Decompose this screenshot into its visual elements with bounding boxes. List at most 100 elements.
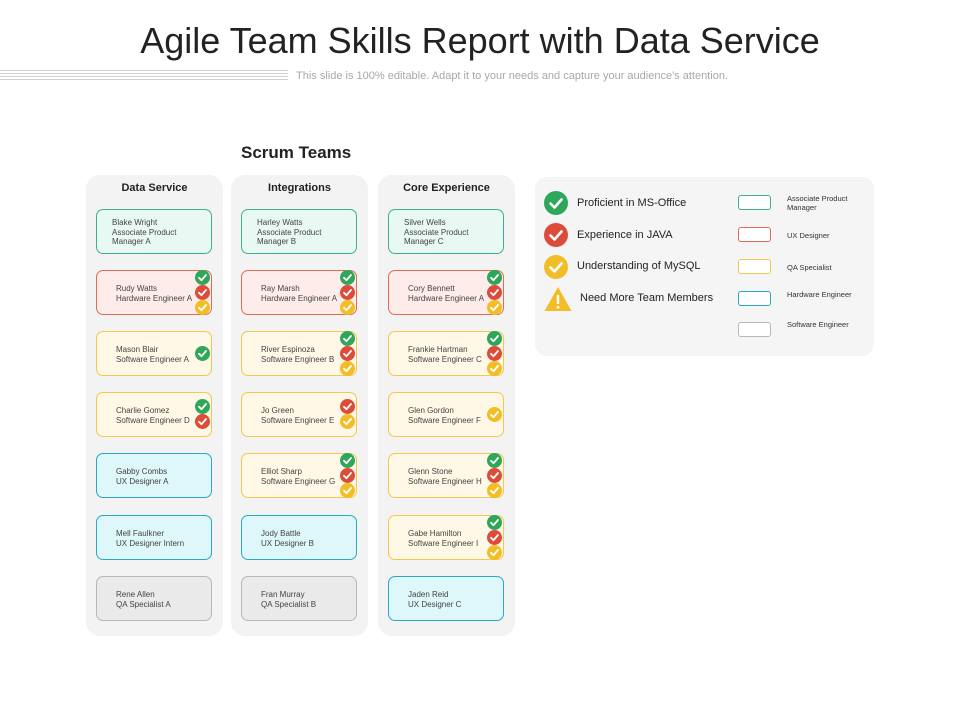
yellow-check-icon: [487, 299, 502, 315]
green-check-icon: [195, 399, 210, 414]
legend-sw-label: Software Engineer: [787, 320, 849, 329]
legend-apm-label: Associate Product Manager: [787, 194, 848, 212]
member-role: Software Engineer I: [408, 538, 479, 548]
member-name: Ray Marsh: [261, 284, 300, 293]
red-check-icon: [195, 284, 210, 300]
member-role: Software Engineer A: [116, 354, 189, 364]
yellow-check-icon: [340, 482, 355, 498]
member-name: Blake Wright: [112, 218, 158, 227]
member-role: Hardware Engineer A: [261, 293, 338, 303]
warning-triangle-icon: [543, 285, 573, 313]
green-check-icon: [544, 191, 568, 215]
legend-mysql-label: Understanding of MySQL: [577, 260, 701, 272]
green-check-icon: [487, 269, 502, 285]
associate-product-manager-swatch: [738, 195, 771, 210]
red-check-icon: [487, 284, 502, 300]
yellow-check-icon: [544, 255, 568, 279]
red-check-icon: [487, 529, 502, 545]
member-name: Gabby Combs: [116, 467, 168, 476]
member-name: Jody Battle: [261, 529, 301, 538]
member-name: Mason Blair: [116, 345, 159, 354]
member-name: Charlie Gomez: [116, 406, 170, 415]
hardware-engineer-swatch: [738, 291, 771, 306]
red-check-icon: [195, 414, 210, 429]
green-check-icon: [487, 514, 502, 530]
red-check-icon: [487, 345, 502, 361]
member-name: Harley Watts: [257, 218, 303, 227]
member-name: Gabe Hamilton: [408, 529, 462, 538]
member-role: Hardware Engineer A: [408, 293, 485, 303]
member-name: Elliot Sharp: [261, 467, 302, 476]
team-column-title: Core Experience: [403, 182, 490, 194]
green-check-icon: [195, 345, 210, 361]
team-column-title: Data Service: [121, 182, 188, 194]
member-role: Software Engineer F: [408, 415, 481, 425]
member-name: Jo Green: [261, 406, 294, 415]
red-check-icon: [487, 467, 502, 483]
green-check-icon: [487, 330, 502, 346]
page-subtitle: This slide is 100% editable. Adapt it to…: [296, 70, 728, 82]
member-role: Software Engineer B: [261, 354, 335, 364]
member-name: Rene Allen: [116, 590, 155, 599]
member-role: UX Designer Intern: [116, 538, 185, 548]
member-role: Software Engineer D: [116, 415, 190, 425]
qa-specialist-swatch: [738, 259, 771, 274]
member-name: Silver Wells: [404, 218, 446, 227]
member-role: UX Designer B: [261, 538, 314, 548]
yellow-check-icon: [487, 360, 502, 376]
member-role: UX Designer A: [116, 476, 169, 486]
red-check-icon: [340, 345, 355, 361]
member-name: Frankie Hartman: [408, 345, 468, 354]
green-check-icon: [340, 452, 355, 468]
team-column-title: Integrations: [268, 182, 331, 194]
member-role: Software Engineer G: [261, 476, 336, 486]
member-name: River Espinoza: [261, 345, 315, 354]
member-name: Fran Murray: [261, 590, 305, 599]
member-role: QA Specialist B: [261, 599, 317, 609]
red-check-icon: [544, 223, 568, 247]
member-name: Glenn Stone: [408, 467, 453, 476]
legend-need-members-label: Need More Team Members: [580, 292, 714, 304]
member-name: Glen Gordon: [408, 406, 454, 415]
member-role: Software Engineer E: [261, 415, 335, 425]
legend-panel: Proficient in MS-Office Experience in JA…: [535, 177, 874, 356]
member-role: Associate Product Manager C: [404, 227, 469, 247]
legend-java-label: Experience in JAVA: [577, 229, 673, 241]
member-role: QA Specialist A: [116, 599, 171, 609]
red-check-icon: [340, 399, 355, 414]
yellow-check-icon: [487, 482, 502, 498]
ux-designer-swatch: [738, 227, 771, 242]
yellow-check-icon: [195, 299, 210, 315]
red-check-icon: [340, 467, 355, 483]
green-check-icon: [195, 269, 210, 285]
member-role: Associate Product Manager A: [112, 227, 177, 247]
member-name: Mell Faulkner: [116, 529, 165, 538]
green-check-icon: [487, 452, 502, 468]
member-name: Rudy Watts: [116, 284, 158, 293]
member-role: UX Designer C: [408, 599, 462, 609]
legend-ux-label: UX Designer: [787, 231, 830, 240]
member-role: Hardware Engineer A: [116, 293, 193, 303]
legend-hw-label: Hardware Engineer: [787, 290, 852, 299]
red-check-icon: [340, 284, 355, 300]
yellow-check-icon: [487, 544, 502, 560]
page-title: Agile Team Skills Report with Data Servi…: [140, 20, 820, 61]
green-check-icon: [340, 269, 355, 285]
